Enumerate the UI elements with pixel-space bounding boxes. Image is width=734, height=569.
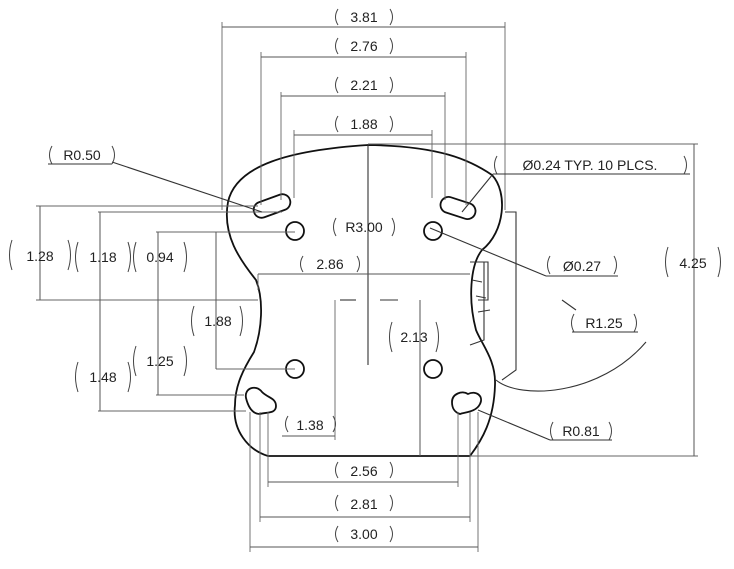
callout-r3-00: R3.00 bbox=[345, 219, 383, 235]
slot-top-left bbox=[252, 193, 292, 219]
hole-lower-right bbox=[423, 359, 443, 379]
leader-r081 bbox=[477, 409, 551, 441]
dim-2-81: 2.81 bbox=[350, 496, 377, 512]
dim-4-25: 4.25 bbox=[679, 255, 706, 271]
dim-0-94: 0.94 bbox=[146, 249, 173, 265]
dim-2-13: 2.13 bbox=[400, 329, 427, 345]
dim-2-86: 2.86 bbox=[316, 256, 343, 272]
leader-r050 bbox=[111, 161, 263, 213]
callout-r0-50: R0.50 bbox=[63, 147, 101, 163]
callout-hole-typ: Ø0.24 TYP. 10 PLCS. bbox=[523, 157, 658, 173]
callout-hole-027: Ø0.27 bbox=[563, 258, 601, 274]
callout-r0-81: R0.81 bbox=[562, 423, 600, 439]
side-bracket-inner bbox=[469, 261, 489, 346]
dim-1-88-vert: 1.88 bbox=[204, 313, 231, 329]
part-outline bbox=[225, 144, 517, 457]
dim-3-81: 3.81 bbox=[350, 9, 377, 25]
left-dimensions: 1.28 1.18 0.94 1.88 1.48 1.25 bbox=[9, 205, 295, 412]
dim-2-56: 2.56 bbox=[350, 463, 377, 479]
holes bbox=[244, 193, 482, 415]
callout-r1-25: R1.25 bbox=[585, 315, 623, 331]
leader-r125-arc bbox=[495, 341, 647, 392]
dim-2-76: 2.76 bbox=[350, 38, 377, 54]
side-bracket bbox=[501, 211, 517, 381]
dim-1-88-top: 1.88 bbox=[350, 116, 377, 132]
hole-upper-right bbox=[423, 221, 443, 241]
dim-1-25: 1.25 bbox=[146, 353, 173, 369]
leader-hole-typ bbox=[461, 173, 494, 213]
dim-3-00: 3.00 bbox=[350, 526, 377, 542]
dim-1-28: 1.28 bbox=[26, 248, 53, 264]
slot-bottom-right bbox=[451, 391, 482, 415]
mid-dimension: 2.86 bbox=[257, 255, 470, 290]
slot-bottom-left bbox=[244, 386, 277, 415]
plate-outline bbox=[225, 144, 503, 457]
top-dimensions: 3.81 2.76 2.21 1.88 bbox=[221, 8, 506, 210]
bottom-dimensions: 2.56 2.81 3.00 1.38 bbox=[249, 300, 479, 552]
hole-upper-left bbox=[285, 221, 305, 241]
right-dimension: 4.25 bbox=[368, 143, 721, 457]
leader-r125 bbox=[561, 299, 577, 311]
side-bracket-lip bbox=[471, 279, 491, 313]
leader-hole-027 bbox=[429, 227, 547, 277]
dim-1-48: 1.48 bbox=[89, 369, 116, 385]
dim-2-21: 2.21 bbox=[350, 77, 377, 93]
center-lines bbox=[340, 144, 398, 365]
callouts: R0.50 Ø0.24 TYP. 10 PLCS. R3.00 Ø0.27 R1… bbox=[48, 145, 690, 441]
slot-top-right bbox=[439, 196, 477, 220]
dim-1-18: 1.18 bbox=[89, 249, 116, 265]
inner-vertical-dimension: 2.13 bbox=[389, 300, 439, 456]
dim-1-38: 1.38 bbox=[296, 417, 323, 433]
